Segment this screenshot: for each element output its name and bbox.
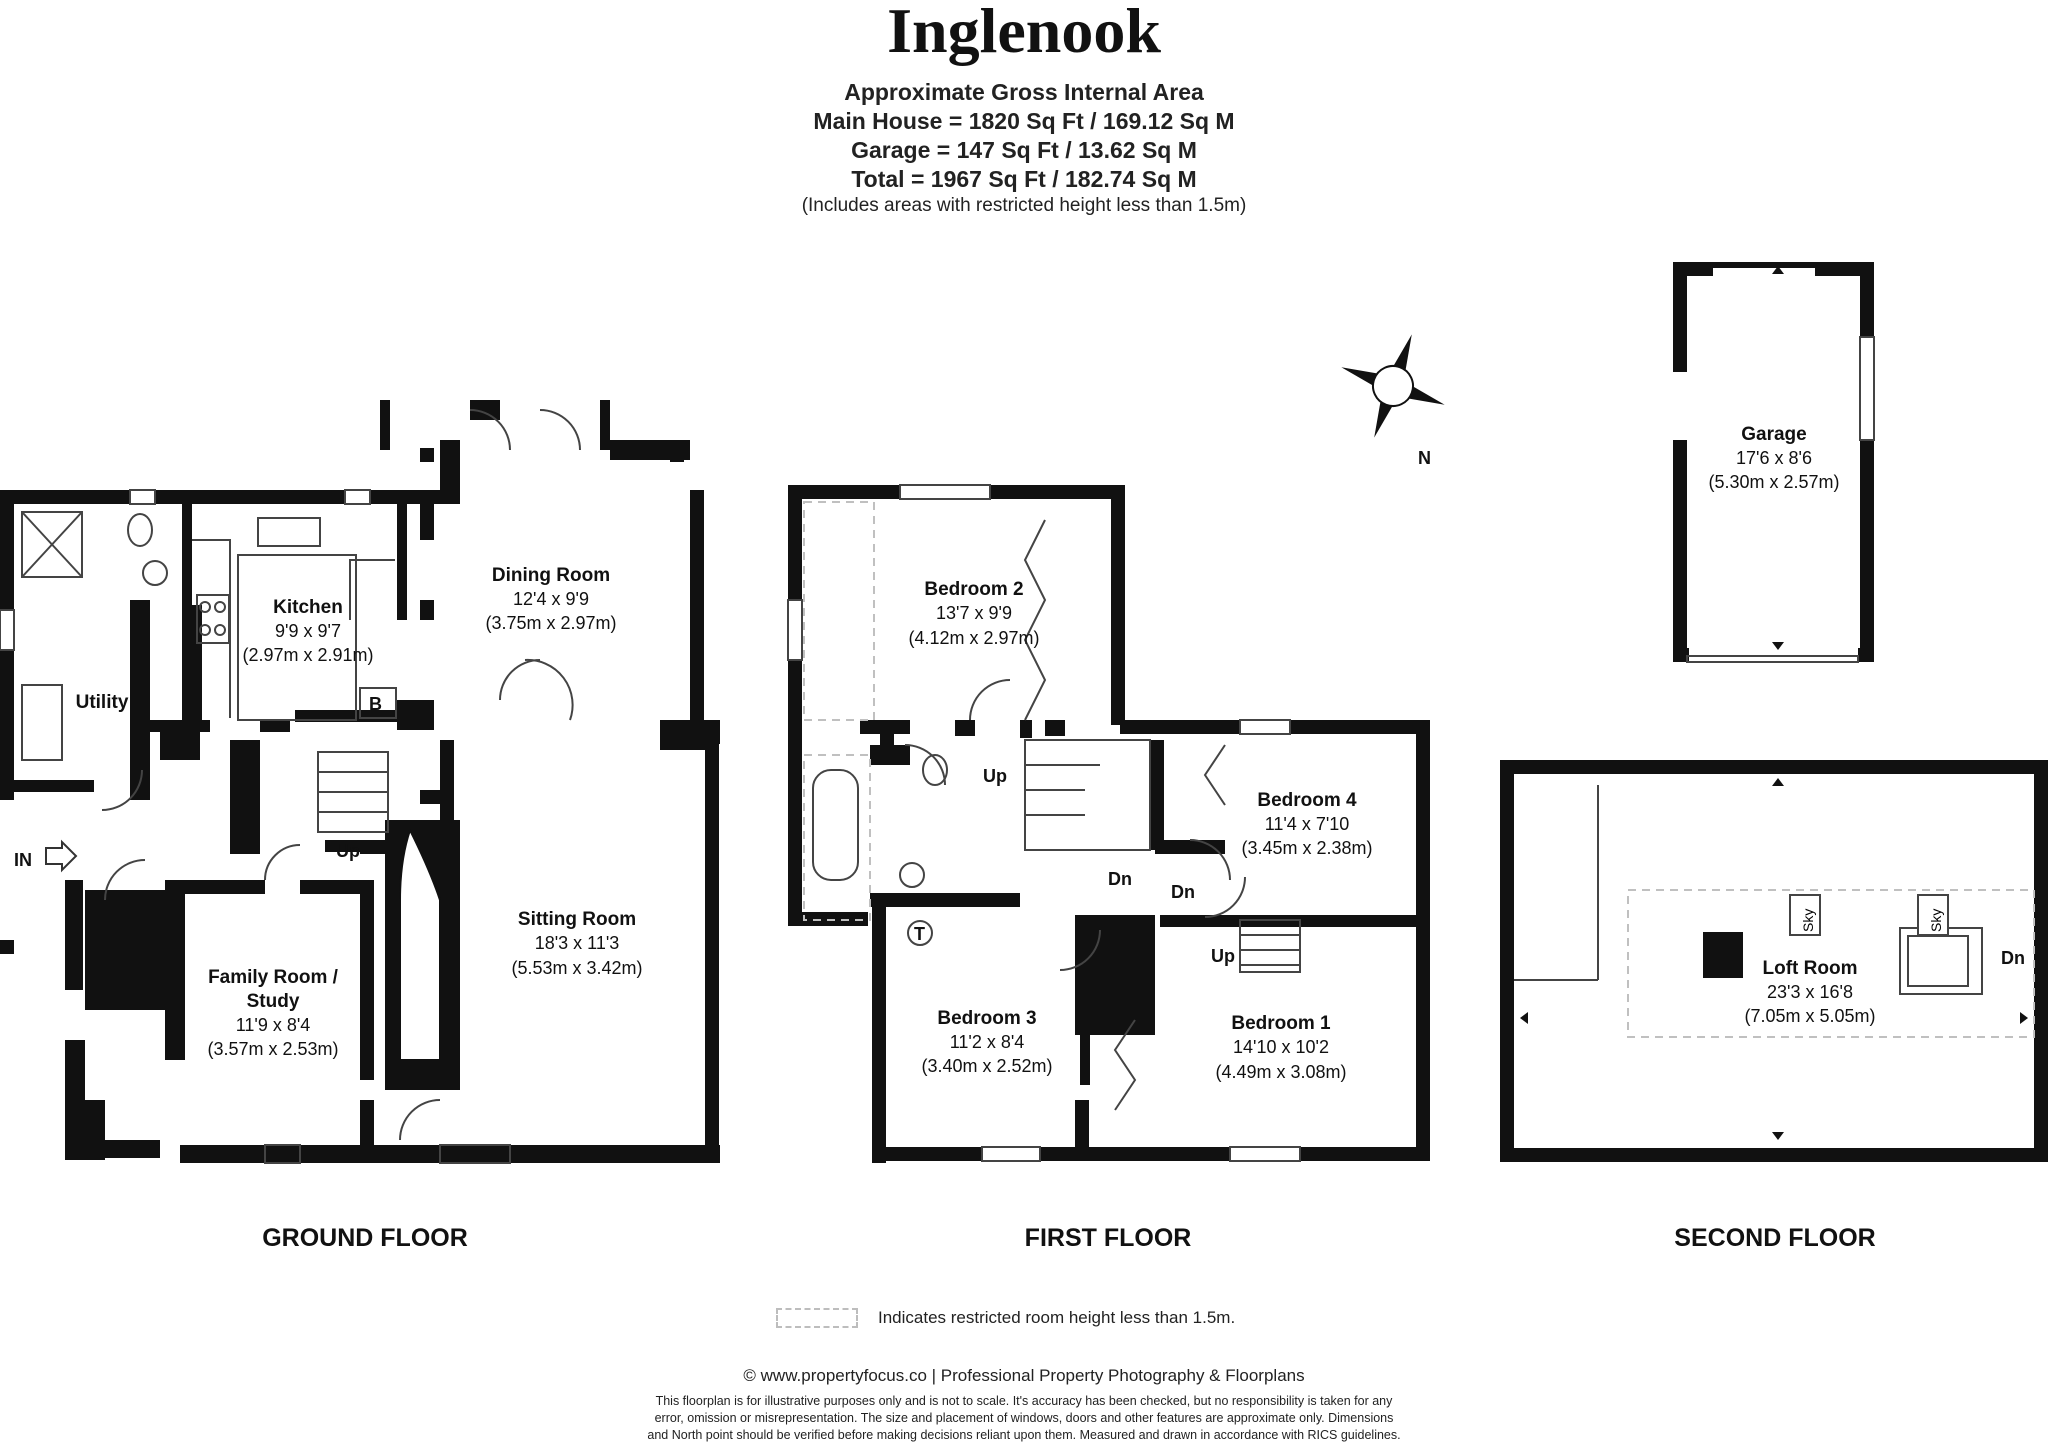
area-total: Total = 1967 Sq Ft / 182.74 Sq M xyxy=(851,166,1197,192)
first-up-label-2: Up xyxy=(1211,946,1235,966)
first-floor-walls xyxy=(788,485,1430,1163)
loft-metric: (7.05m x 5.05m) xyxy=(1744,1006,1875,1026)
area-note: (Includes areas with restricted height l… xyxy=(801,195,1247,216)
bedroom4-name: Bedroom 4 xyxy=(1257,790,1357,811)
loft-dn-label: Dn xyxy=(2001,948,2025,968)
north-compass-icon xyxy=(1341,334,1445,438)
entrance-label: IN xyxy=(14,850,32,870)
bedroom1-imperial: 14'10 x 10'2 xyxy=(1233,1037,1329,1057)
kitchen-metric: (2.97m x 2.91m) xyxy=(242,645,373,665)
disclaimer: This floorplan is for illustrative purpo… xyxy=(0,1393,2048,1444)
first-dn-label-2: Dn xyxy=(1171,882,1195,902)
restricted-area-loft xyxy=(1627,889,2035,1038)
ground-up-label: Up xyxy=(336,841,360,861)
utility-name: Utility xyxy=(76,692,129,713)
family-name-1: Family Room / xyxy=(208,967,339,988)
entrance-arrow-icon xyxy=(45,839,78,873)
garage-walls xyxy=(1673,262,1874,662)
family-name-2: Study xyxy=(247,991,300,1012)
disclaimer-line-2: error, omission or misrepresentation. Th… xyxy=(654,1411,1394,1425)
first-floor-label: FIRST FLOOR xyxy=(1025,1224,1192,1252)
area-heading: Approximate Gross Internal Area xyxy=(844,79,1204,105)
sitting-name: Sitting Room xyxy=(518,909,636,930)
first-up-label: Up xyxy=(983,766,1007,786)
ground-floor-label: GROUND FLOOR xyxy=(262,1224,468,1252)
shower-icon xyxy=(21,511,83,578)
bath-icon xyxy=(812,769,859,881)
boiler-box xyxy=(359,687,397,719)
area-garage: Garage = 147 Sq Ft / 13.62 Sq M xyxy=(851,137,1197,163)
second-floor-walls xyxy=(1500,760,2048,1162)
dining-metric: (3.75m x 2.97m) xyxy=(485,613,616,633)
kitchen-sink-icon xyxy=(257,517,321,547)
bedroom2-imperial: 13'7 x 9'9 xyxy=(936,603,1012,623)
sitting-metric: (5.53m x 3.42m) xyxy=(511,958,642,978)
sky-label-1: Sky xyxy=(1800,909,1816,932)
area-main-house: Main House = 1820 Sq Ft / 169.12 Sq M xyxy=(813,108,1235,134)
basin-icon xyxy=(142,560,168,586)
property-title: Inglenook xyxy=(887,0,1161,66)
family-metric: (3.57m x 2.53m) xyxy=(207,1039,338,1059)
window-family xyxy=(264,1144,301,1164)
first-dn-label: Dn xyxy=(1108,869,1132,889)
bedroom3-metric: (3.40m x 2.52m) xyxy=(921,1056,1052,1076)
dining-name: Dining Room xyxy=(492,565,610,586)
sky-label-2: Sky xyxy=(1928,909,1944,932)
ground-floor-walls xyxy=(0,400,720,1163)
garage-imperial: 17'6 x 8'6 xyxy=(1736,448,1812,468)
loft-name: Loft Room xyxy=(1763,958,1858,979)
family-imperial: 11'9 x 8'4 xyxy=(236,1015,311,1035)
bedroom4-imperial: 11'4 x 7'10 xyxy=(1265,814,1350,834)
dining-imperial: 12'4 x 9'9 xyxy=(513,589,589,609)
kitchen-imperial: 9'9 x 9'7 xyxy=(275,621,341,641)
legend-dashed-box xyxy=(776,1308,858,1328)
toilet-icon xyxy=(127,513,153,547)
garage-metric: (5.30m x 2.57m) xyxy=(1708,472,1839,492)
sitting-imperial: 18'3 x 11'3 xyxy=(535,933,620,953)
bedroom3-imperial: 11'2 x 8'4 xyxy=(950,1032,1025,1052)
legend: Indicates restricted room height less th… xyxy=(776,1308,1235,1328)
tank-icon xyxy=(907,920,933,946)
bedroom4-metric: (3.45m x 2.38m) xyxy=(1241,838,1372,858)
disclaimer-line-3: and North point should be verified befor… xyxy=(647,1428,1401,1442)
disclaimer-line-1: This floorplan is for illustrative purpo… xyxy=(655,1394,1393,1408)
restricted-area-bed2 xyxy=(803,501,875,721)
area-summary: Approximate Gross Internal Area Main Hou… xyxy=(0,78,2048,218)
tank-label: T xyxy=(914,924,925,944)
bedroom1-name: Bedroom 1 xyxy=(1231,1013,1331,1034)
loft-imperial: 23'3 x 16'8 xyxy=(1767,982,1853,1002)
boiler-label: B xyxy=(369,694,382,714)
bedroom3-name: Bedroom 3 xyxy=(937,1008,1036,1029)
north-label: N xyxy=(1418,448,1431,468)
utility-sink-icon xyxy=(21,684,63,761)
second-floor-label: SECOND FLOOR xyxy=(1674,1224,1875,1252)
garage-name: Garage xyxy=(1741,424,1806,445)
chimney-block xyxy=(1703,932,1743,978)
bedroom2-metric: (4.12m x 2.97m) xyxy=(908,628,1039,648)
bedroom1-metric: (4.49m x 3.08m) xyxy=(1215,1062,1346,1082)
credit-line: © www.propertyfocus.co | Professional Pr… xyxy=(743,1366,1305,1385)
kitchen-name: Kitchen xyxy=(273,597,343,618)
legend-text: Indicates restricted room height less th… xyxy=(878,1308,1236,1327)
bedroom2-name: Bedroom 2 xyxy=(924,579,1023,600)
